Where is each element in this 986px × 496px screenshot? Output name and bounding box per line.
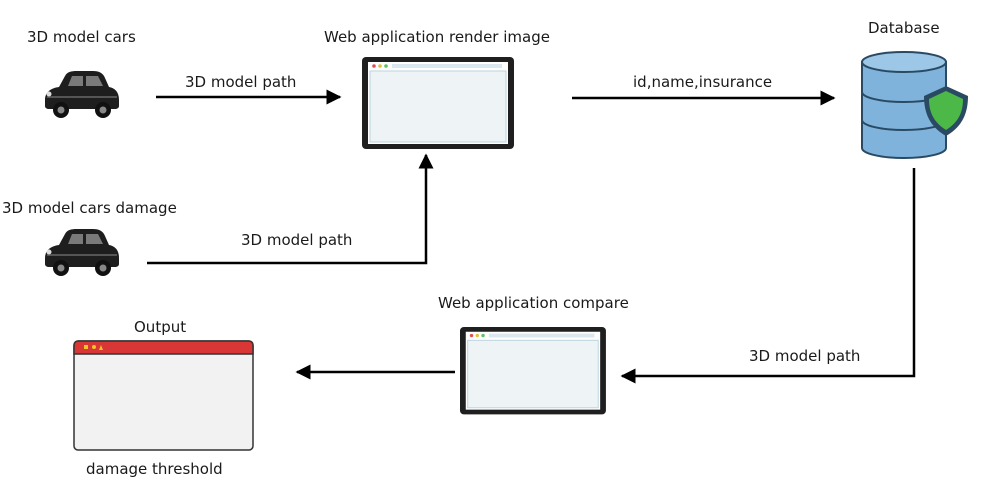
render-app-label: Web application render image (324, 28, 550, 46)
cars-label: 3D model cars (27, 28, 136, 46)
arrow-database-to-compare (620, 168, 916, 384)
compare-app-label: Web application compare (438, 294, 629, 312)
browser-window-icon (361, 56, 515, 150)
edge-label-cars-path: 3D model path (185, 73, 297, 91)
database-label: Database (868, 19, 940, 37)
output-label: Output (134, 318, 187, 336)
shield-icon (924, 86, 968, 136)
output-window-icon (73, 340, 254, 451)
threshold-label: damage threshold (86, 460, 223, 478)
edge-label-damage-path: 3D model path (241, 231, 353, 249)
browser-window-icon (459, 326, 607, 415)
car-icon (45, 71, 119, 118)
edge-label-render-to-db: id,name,insurance (633, 73, 773, 91)
car-icon (45, 229, 119, 276)
database-icon (861, 51, 947, 159)
cars-damage-label: 3D model cars damage (2, 199, 177, 217)
arrow-damage-to-render (147, 153, 434, 265)
edge-label-db-to-compare: 3D model path (749, 347, 861, 365)
